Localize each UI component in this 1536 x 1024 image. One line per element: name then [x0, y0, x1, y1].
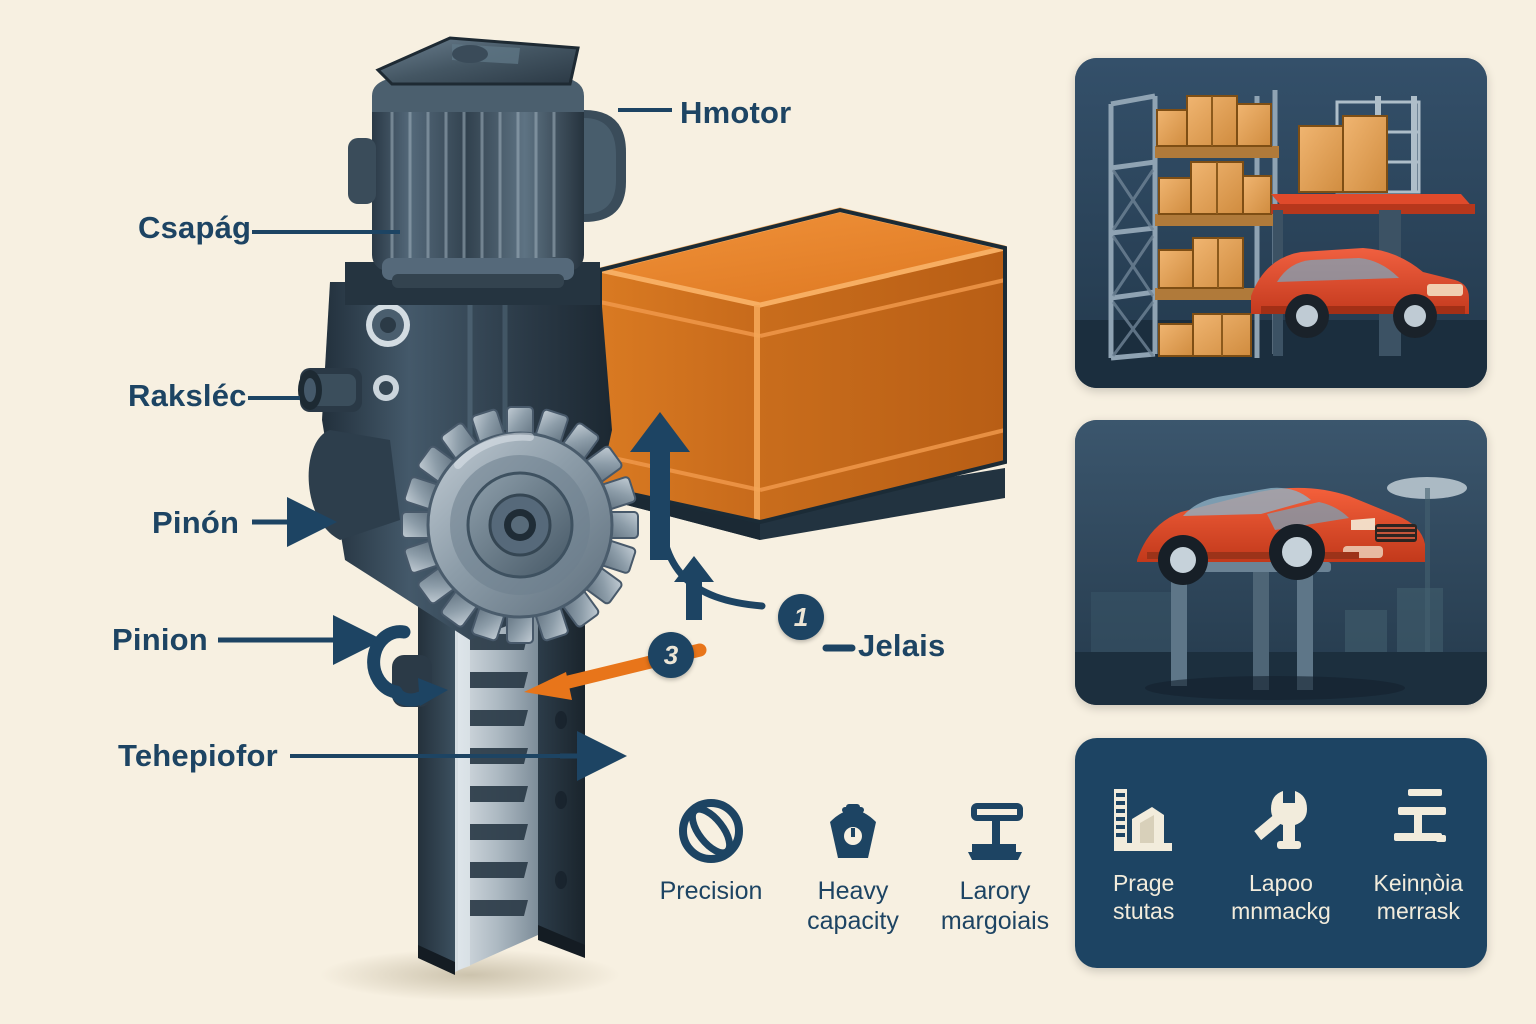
feature-precision: Precision: [648, 795, 774, 907]
rack-column: [418, 300, 585, 975]
feature-label: Precision: [659, 877, 763, 905]
label-pinion-es: Pinón: [152, 505, 240, 540]
leader-lines: [218, 108, 856, 781]
feature-label-line2: capacity: [807, 906, 899, 935]
gear-motor: [345, 36, 626, 305]
feature-label-line1: Heavy: [817, 877, 889, 905]
service-label-line1: Keinṇòia: [1373, 870, 1464, 897]
beam-rail-icon: [1380, 780, 1456, 862]
weight-icon: [818, 795, 888, 867]
label-motor: Hmotor: [680, 95, 792, 130]
bearing-nose: [298, 368, 362, 412]
lift-arrow-second: [674, 556, 714, 620]
lift-table-icon: [960, 795, 1030, 867]
service-label: Prage stutas: [1113, 870, 1174, 925]
lift-arrow-main: [630, 412, 690, 560]
service-label-line2: mnmackg: [1231, 898, 1331, 924]
label-pinion-en: Pinion: [112, 622, 208, 657]
badge-3: 3: [648, 632, 694, 678]
spur-gear: [401, 406, 639, 644]
service-rails[interactable]: Keinṇòia merrask: [1358, 780, 1478, 925]
service-label-line2: merrask: [1376, 898, 1460, 924]
load-platform: [598, 207, 1007, 540]
service-maintenance[interactable]: Lapoo mnmackg: [1221, 780, 1341, 925]
badge-1: 1: [778, 594, 824, 640]
label-signal: Jelais: [858, 628, 946, 663]
feature-capacity: Heavy capacity: [790, 795, 916, 936]
service-label-line1: Prage: [1112, 870, 1175, 897]
label-bearing: Csapág: [138, 210, 252, 245]
feature-label-line1: Larory: [959, 877, 1031, 905]
label-load: Tehepiofor: [118, 738, 278, 773]
feature-label: Heavy capacity: [807, 877, 899, 936]
wrench-icon: [1243, 780, 1319, 862]
service-label-line1: Lapoo: [1248, 870, 1313, 897]
precision-rings-icon: [676, 795, 746, 867]
pallet-rack-icon: [1106, 780, 1182, 862]
feature-label-line2: margoiais: [940, 906, 1050, 935]
lift-card[interactable]: [1075, 420, 1487, 705]
service-label: Lapoo mnmackg: [1231, 870, 1331, 925]
feature-label: Larory margoiais: [941, 877, 1049, 936]
rotation-arrow: [367, 625, 427, 707]
bearing-housing: [298, 282, 612, 707]
service-storage[interactable]: Prage stutas: [1084, 780, 1204, 925]
label-rack: Raksléc: [128, 378, 247, 413]
service-label-line2: stutas: [1112, 898, 1175, 924]
service-panel: Prage stutas Lapoo mnmackg: [1075, 738, 1487, 968]
feature-row: Precision Heavy capacity: [648, 795, 1058, 936]
warehouse-card[interactable]: [1075, 58, 1487, 388]
feature-margins: Larory margoiais: [932, 795, 1058, 936]
service-label: Keinṇòia merrask: [1374, 870, 1464, 925]
